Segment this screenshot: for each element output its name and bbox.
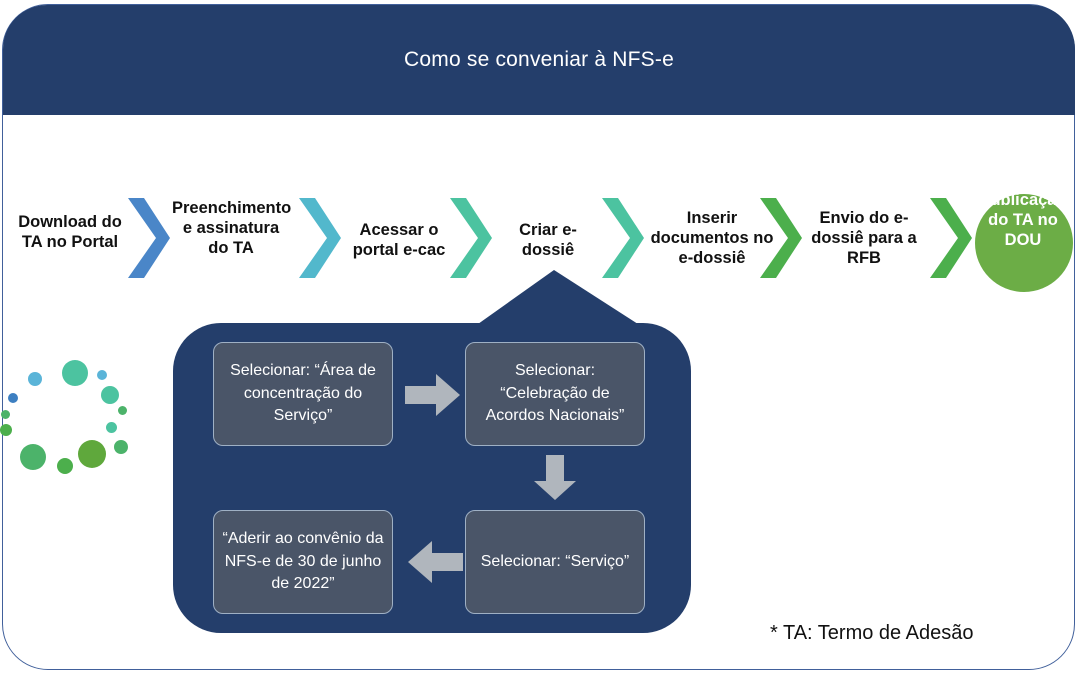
arrow-down-icon	[533, 455, 577, 501]
decorative-circle	[62, 360, 88, 386]
diagram-header: Como se conveniar à NFS-e	[3, 5, 1075, 115]
decorative-circle	[97, 370, 107, 380]
process-step-4[interactable]: Criar e-dossiê	[498, 220, 598, 260]
decorative-circle	[118, 406, 127, 415]
decorative-circle	[8, 393, 18, 403]
process-flow-row: Download do TA no Portal Preenchimento e…	[0, 178, 1081, 474]
process-step-4-label: Criar e-dossiê	[519, 221, 577, 260]
decorative-circle-cluster	[0, 358, 140, 476]
chevron-4-icon	[600, 196, 646, 280]
process-step-7[interactable]: Publicação do TA no DOU	[975, 191, 1073, 292]
decorative-circle	[0, 424, 12, 436]
process-step-3-label: Acessar o portal e-cac	[352, 221, 446, 260]
panel-pointer-icon	[478, 270, 638, 326]
process-step-6-label: Envio do e-dossiê para a RFB	[811, 209, 917, 268]
decorative-circle	[20, 444, 46, 470]
subprocess-panel: Selecionar: “Área de concentração do Ser…	[173, 323, 691, 633]
decorative-circle	[28, 372, 42, 386]
footnote: * TA: Termo de Adesão	[770, 622, 974, 644]
subprocess-box-2[interactable]: Selecionar: “Celebração de Acordos Nacio…	[465, 342, 645, 446]
decorative-circle	[106, 422, 117, 433]
process-step-7-label: Publicação do TA no DOU	[979, 191, 1067, 250]
process-step-2-label: Preenchimento e assinatura do TA	[172, 199, 292, 258]
process-step-2[interactable]: Preenchimento e assinatura do TA	[172, 198, 292, 258]
chevron-5-icon	[758, 196, 804, 280]
subprocess-box-3[interactable]: Selecionar: “Serviço”	[465, 510, 645, 614]
process-step-5-label: Inserir documentos no e-dossiê	[650, 209, 774, 268]
process-step-1[interactable]: Download do TA no Portal	[8, 212, 132, 252]
subprocess-box-3-label: Selecionar: “Serviço”	[480, 552, 630, 570]
page-title: Como se conveniar à NFS-e	[404, 48, 674, 71]
decorative-circle	[101, 386, 119, 404]
process-step-1-label: Download do TA no Portal	[18, 213, 122, 252]
process-step-5[interactable]: Inserir documentos no e-dossiê	[648, 208, 776, 268]
chevron-1-icon	[126, 196, 172, 280]
subprocess-box-1[interactable]: Selecionar: “Área de concentração do Ser…	[213, 342, 393, 446]
subprocess-box-2-label: Selecionar: “Celebração de Acordos Nacio…	[485, 361, 625, 425]
arrow-right-icon	[405, 373, 461, 417]
arrow-left-icon	[407, 540, 463, 584]
process-step-3[interactable]: Acessar o portal e-cac	[338, 220, 460, 260]
chevron-6-icon	[928, 196, 974, 280]
subprocess-box-4[interactable]: “Aderir ao convênio da NFS-e de 30 de ju…	[213, 510, 393, 614]
subprocess-box-1-label: Selecionar: “Área de concentração do Ser…	[230, 361, 376, 425]
decorative-circle	[1, 410, 10, 419]
decorative-circle	[114, 440, 128, 454]
chevron-2-icon	[297, 196, 343, 280]
decorative-circle	[57, 458, 73, 474]
chevron-3-icon	[448, 196, 494, 280]
subprocess-box-4-label: “Aderir ao convênio da NFS-e de 30 de ju…	[222, 529, 384, 593]
decorative-circle	[78, 440, 106, 468]
process-step-6[interactable]: Envio do e-dossiê para a RFB	[802, 208, 926, 268]
